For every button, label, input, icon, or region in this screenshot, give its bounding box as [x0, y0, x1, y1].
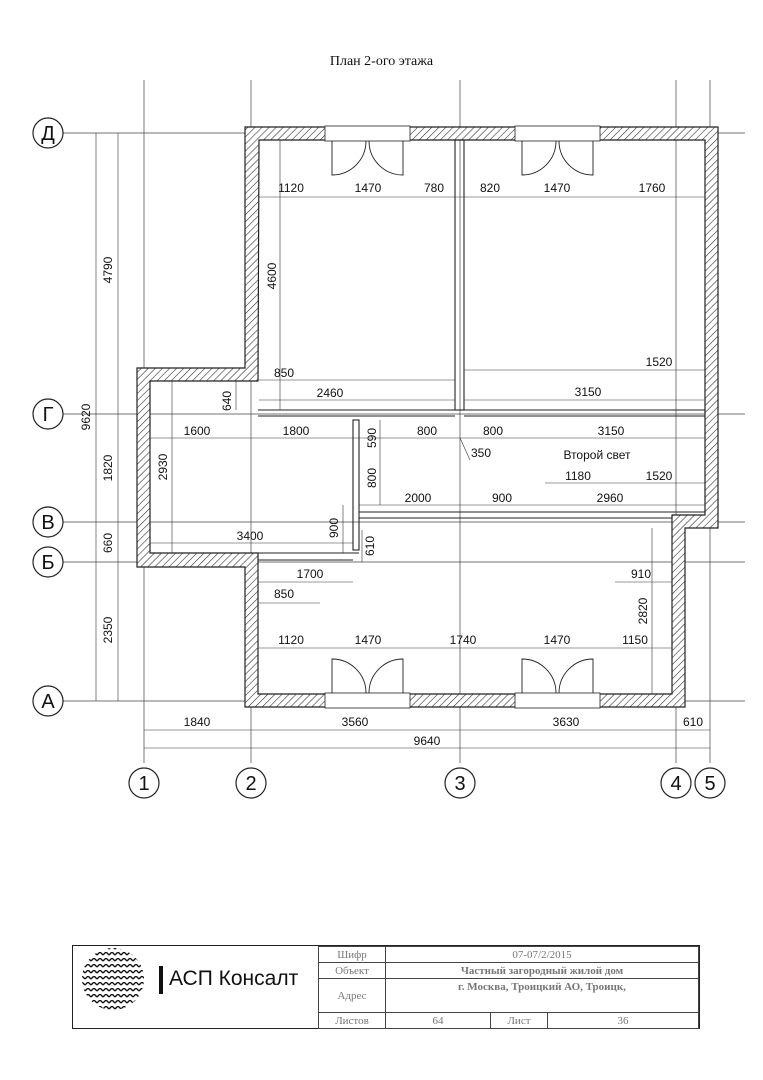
dimension-label: 1470 [544, 181, 571, 195]
dimension-labels: 1120 1470 780 820 1470 1760 4790 9620 18… [79, 181, 703, 748]
dimension-label: 1820 [101, 454, 115, 481]
sheet-value: 36 [547, 1012, 699, 1029]
axis-markers: Д Г В Б А 1 2 3 [32, 117, 726, 799]
axis-number-marker: 5 [694, 767, 726, 799]
axis-number-marker: 2 [235, 767, 267, 799]
dimension-label: 2960 [597, 491, 624, 505]
dimension-label: 1470 [355, 633, 382, 647]
dimension-label: 9640 [414, 734, 441, 748]
dimension-label: 900 [327, 518, 341, 538]
dimension-label: 1740 [450, 633, 477, 647]
axis-letter: Б [41, 552, 54, 574]
company-logo-icon [82, 948, 144, 1010]
dimension-label: 610 [683, 715, 703, 729]
dimension-label: 2820 [636, 597, 650, 624]
dimension-label: 820 [480, 181, 500, 195]
axis-number: 1 [138, 773, 149, 795]
dimension-label: 3630 [553, 715, 580, 729]
exterior-walls [136, 126, 719, 708]
dimension-label: 9620 [79, 403, 93, 430]
sheets-label: Листов [318, 1012, 386, 1029]
axis-number: 3 [454, 773, 465, 795]
title-block-table: Шифр 07-07/2/2015 Объект Частный загород… [318, 946, 699, 1029]
interior-walls [258, 139, 705, 561]
axis-number-marker: 4 [660, 767, 692, 799]
dimension-label: 1470 [355, 181, 382, 195]
address-value: г. Москва, Троицкий АО, Троицк, [385, 978, 699, 1013]
axis-number: 2 [245, 773, 256, 795]
dimension-label: 1470 [544, 633, 571, 647]
dimension-label: 1700 [297, 567, 324, 581]
shifr-value: 07-07/2/2015 [385, 946, 699, 963]
company-name: АСП Консалт [169, 967, 299, 990]
axis-letter: А [41, 691, 55, 713]
company-divider [159, 966, 163, 994]
dimension-label: 800 [417, 424, 437, 438]
dimension-label: 2930 [156, 453, 170, 480]
axis-letter-marker: Б [32, 546, 64, 578]
axis-number-marker: 1 [128, 767, 160, 799]
page-title: План 2-ого этажа [329, 54, 434, 69]
axis-letter-marker: В [32, 506, 64, 538]
dimension-label: 1520 [646, 469, 673, 483]
door-swings [331, 140, 594, 694]
address-label: Адрес [318, 978, 386, 1013]
dimension-lines [95, 133, 710, 749]
dimension-label: 1150 [622, 633, 648, 647]
dimension-label: 1760 [639, 181, 666, 195]
title-block: АСП Консалт Шифр 07-07/2/2015 Объект Час… [72, 945, 700, 1029]
dimension-label: 1120 [278, 633, 304, 647]
object-label: Объект [318, 962, 386, 979]
dimension-label: 3400 [237, 529, 264, 543]
dimension-label: 900 [492, 491, 512, 505]
dimension-label: 640 [220, 391, 234, 411]
dimension-label: 610 [363, 536, 377, 556]
axis-letter-marker: Д [32, 117, 64, 149]
axis-number: 5 [704, 773, 715, 795]
dimension-label: 800 [365, 468, 379, 488]
axis-letter: В [41, 512, 54, 534]
dimension-label: 1800 [283, 424, 310, 438]
dimension-label: 1120 [278, 181, 304, 195]
room-label-second-light: Второй свет [563, 448, 631, 462]
axis-letter-marker: А [32, 685, 64, 717]
axis-number: 4 [670, 773, 681, 795]
axis-letter: Г [43, 404, 54, 426]
dimension-label: 780 [424, 181, 444, 195]
axis-letter: Д [41, 123, 55, 145]
dimension-label: 910 [631, 567, 651, 581]
dimension-label: 1520 [646, 355, 673, 369]
dimension-label: 850 [274, 366, 294, 380]
axis-number-marker: 3 [444, 767, 476, 799]
object-value: Частный загородный жилой дом [385, 962, 699, 979]
dimension-label: 2000 [405, 491, 432, 505]
dimension-label: 850 [274, 587, 294, 601]
openings [324, 125, 601, 709]
dimension-label: 350 [471, 446, 491, 460]
dimension-label: 3560 [342, 715, 369, 729]
sheets-value: 64 [385, 1012, 491, 1029]
sheet-label: Лист [490, 1012, 548, 1029]
dimension-label: 1840 [184, 715, 211, 729]
dimension-label: 660 [101, 533, 115, 553]
dimension-label: 4600 [265, 262, 279, 289]
dimension-label: 800 [483, 424, 503, 438]
axis-letter-marker: Г [32, 398, 64, 430]
dimension-label: 1600 [184, 424, 211, 438]
company-logo-area: АСП Консалт [73, 946, 319, 1028]
dimension-label: 1180 [565, 469, 591, 483]
dimension-label: 590 [365, 428, 379, 448]
dimension-label: 3150 [575, 385, 602, 399]
shifr-label: Шифр [318, 946, 386, 963]
dimension-label: 4790 [101, 256, 115, 283]
dimension-label: 2350 [101, 616, 115, 643]
dimension-label: 2460 [317, 386, 344, 400]
dimension-label: 3150 [598, 424, 625, 438]
